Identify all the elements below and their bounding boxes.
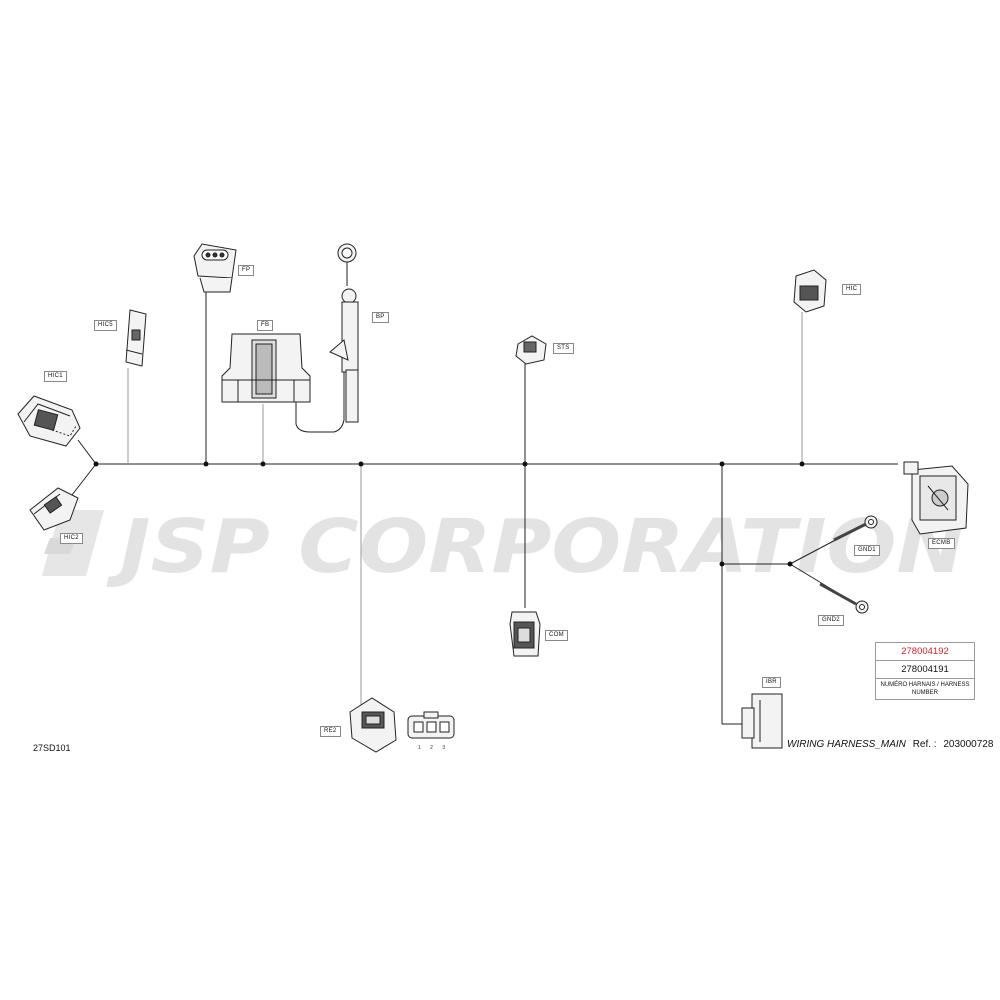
splice-node	[203, 461, 209, 467]
connector-label-com: COM	[545, 630, 568, 641]
harness-number-old: 278004191	[876, 661, 974, 679]
sts-sensor-drawing	[515, 335, 547, 365]
splice-node	[719, 461, 725, 467]
harness-number-table: 278004192 278004191 NUMÉRO HARNAIS / HAR…	[875, 642, 975, 700]
harness-name: WIRING HARNESS_MAIN	[787, 739, 906, 750]
connector-label-hic1: HIC1	[44, 371, 67, 382]
watermark-text: JSP CORPORATION	[106, 504, 965, 588]
hic-connector-drawing	[793, 269, 827, 313]
gnd1-terminal-drawing	[833, 515, 878, 542]
watermark-logo: JSP CORPORATION	[42, 504, 965, 588]
gnd2-terminal-drawing	[819, 582, 869, 614]
hic1-connector-drawing	[17, 395, 81, 447]
harness-title: WIRING HARNESS_MAIN Ref. : 203000728	[787, 739, 993, 750]
harness-number-caption: NUMÉRO HARNAIS / HARNESS NUMBER	[880, 682, 970, 696]
connector-label-bp: BP	[372, 312, 389, 323]
splice-nodes	[93, 461, 805, 567]
harness-wires	[71, 288, 898, 725]
connector-label-gnd1: GND1	[854, 545, 880, 556]
ibr-connector-drawing	[741, 693, 783, 749]
connector-label-hic: HIC	[842, 284, 862, 295]
ref-number: 203000728	[943, 739, 994, 750]
diagram-id: 27SD101	[33, 743, 71, 753]
connector-label-sts: STS	[553, 343, 574, 354]
connector-label-hic5: HIC5	[94, 320, 117, 331]
ref-label: Ref. :	[912, 739, 937, 750]
connector-label-fb: FB	[257, 320, 274, 331]
connector-label-ecmb: ECMB	[928, 538, 955, 549]
bp-branch-wire	[295, 370, 345, 433]
hic1-branch-wire	[77, 439, 97, 465]
splice-node	[719, 561, 725, 567]
splice-node	[787, 561, 793, 567]
harness-number-new: 278004192	[876, 643, 974, 661]
hic2-connector-drawing	[29, 487, 79, 531]
re2-connector-drawing	[349, 697, 397, 753]
fp-connector-drawing	[193, 243, 237, 293]
com-connector-drawing	[509, 611, 541, 657]
splice-node	[799, 461, 805, 467]
connector-label-ibr: IBR	[762, 677, 781, 688]
re2-pin-view-drawing	[407, 711, 455, 739]
bp-sensor-drawing	[329, 243, 359, 423]
splice-node	[260, 461, 266, 467]
connector-label-gnd2: GND2	[818, 615, 844, 626]
hic5-connector-drawing	[125, 309, 147, 367]
connector-label-re2: RE2	[320, 726, 341, 737]
fb-fusebox-drawing	[221, 333, 311, 403]
hic2-branch-wire	[71, 463, 97, 496]
splice-node	[522, 461, 528, 467]
splice-node	[358, 461, 364, 467]
connector-label-fp: FP	[238, 265, 255, 276]
connector-label-hic2: HIC2	[60, 533, 83, 544]
splice-node	[93, 461, 99, 467]
ecmb-connector-drawing	[903, 461, 969, 535]
pin-numbers: 1 2 3	[418, 745, 450, 751]
